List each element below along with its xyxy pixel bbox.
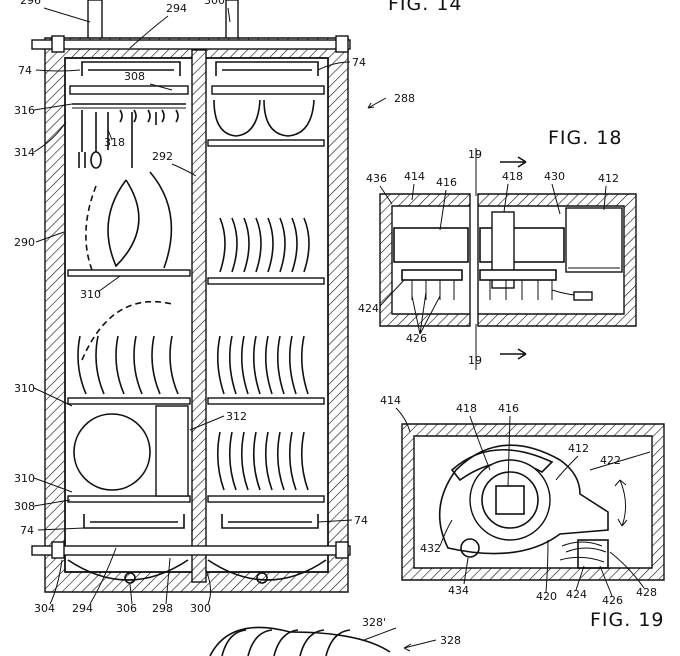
fig19-title: FIG. 19 — [590, 609, 665, 631]
fig19-label-416: 416 — [498, 402, 519, 415]
fig19-label-414: 414 — [380, 394, 401, 407]
fig19-label-432: 432 — [420, 542, 441, 555]
fig18-section-label-bottom: 19 — [468, 354, 482, 367]
label-304: 304 — [34, 602, 55, 615]
label-310-c: 310 — [14, 472, 35, 485]
fig19-drawing — [401, 423, 665, 581]
coil-part-328 — [209, 626, 437, 656]
label-74-top-left: 74 — [18, 64, 32, 77]
label-328-prime: 328' — [362, 616, 386, 629]
fig18-label-430: 430 — [544, 170, 565, 183]
fig18-label-412: 412 — [598, 172, 619, 185]
label-292: 292 — [152, 150, 173, 163]
label-308-top: 308 — [124, 70, 145, 83]
label-288: 288 — [394, 92, 415, 105]
fig18-label-426: 426 — [406, 332, 427, 345]
label-306: 306 — [116, 602, 137, 615]
label-300-bottom: 300 — [190, 602, 211, 615]
label-328: 328 — [440, 634, 461, 647]
fig19-label-428: 428 — [636, 586, 657, 599]
label-312: 312 — [226, 410, 247, 423]
fig18-label-436: 436 — [366, 172, 387, 185]
fig19-label-412: 412 — [568, 442, 589, 455]
fig18-label-418: 418 — [502, 170, 523, 183]
label-308-bottom: 308 — [14, 500, 35, 513]
label-296: 296 — [20, 0, 41, 7]
label-310-b: 310 — [14, 382, 35, 395]
label-316: 316 — [14, 104, 35, 117]
fig19-label-434: 434 — [448, 584, 469, 597]
fig18-title: FIG. 18 — [548, 127, 623, 149]
label-300-top: 300 — [204, 0, 225, 7]
label-310-a: 310 — [80, 288, 101, 301]
fig18-label-416: 416 — [436, 176, 457, 189]
fig18-label-414: 414 — [404, 170, 425, 183]
fig19-label-426: 426 — [602, 594, 623, 607]
fig19-label-422: 422 — [600, 454, 621, 467]
fig18-label-424: 424 — [358, 302, 379, 315]
label-74-bottom-right: 74 — [354, 514, 368, 527]
fig19-label-420: 420 — [536, 590, 557, 603]
fig19-label-418: 418 — [456, 402, 477, 415]
label-294-top: 294 — [166, 2, 187, 15]
label-314: 314 — [14, 146, 35, 159]
label-74-bottom-left: 74 — [20, 524, 34, 537]
fig14-drawing — [31, 0, 351, 593]
fig19-label-424: 424 — [566, 588, 587, 601]
fig18-section-label-top: 19 — [468, 148, 482, 161]
fig18-drawing — [379, 148, 637, 370]
label-298: 298 — [152, 602, 173, 615]
label-290: 290 — [14, 236, 35, 249]
label-294-bottom: 294 — [72, 602, 93, 615]
fig14-title: FIG. 14 — [388, 0, 463, 15]
label-318: 318 — [104, 136, 125, 149]
label-74-top-right: 74 — [352, 56, 366, 69]
